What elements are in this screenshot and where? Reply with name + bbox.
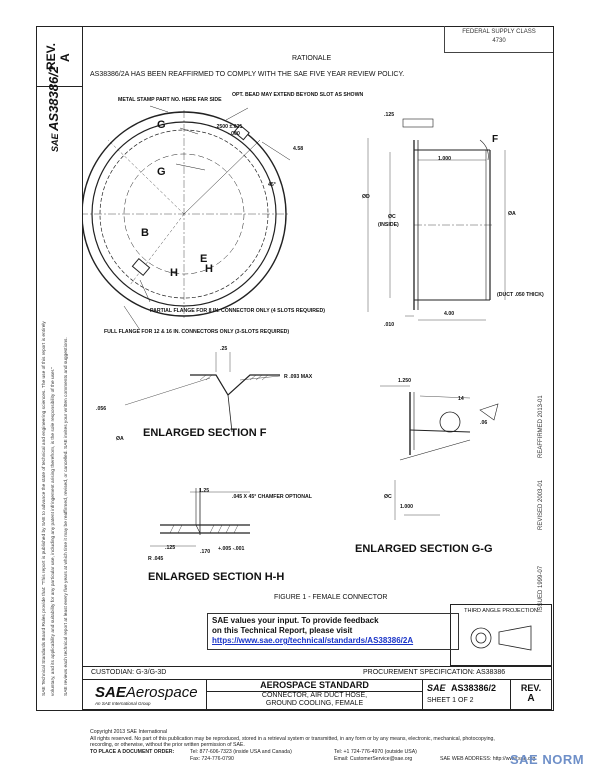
doc-number-cell: SAE AS38386/2 SHEET 1 OF 2 [423,680,511,710]
label-dim-06: .06 [480,420,487,426]
label-letter-f: F [492,134,498,145]
label-metal-stamp: METAL STAMP PART NO. HERE FAR SIDE [118,97,222,103]
feedback-link[interactable]: https://www.sae.org/technical/standards/… [212,636,414,645]
label-full-flange: FULL FLANGE FOR 12 & 16 IN. CONNECTORS O… [104,329,289,335]
label-dia-c2: ØC [384,494,392,500]
rev-cell-label: REV. [520,683,542,693]
label-letter-h2: H [205,263,213,275]
label-inside: (INSIDE) [378,222,399,228]
title-desc1: CONNECTOR, AIR DUCT HOSE, [261,692,368,699]
label-letter-e: E [200,253,207,265]
label-dim-125b: 1.25 [199,488,209,494]
rev-value: A [58,53,72,62]
logo-cell: SAEAerospace An SAE International Group [82,680,207,710]
custodian-row: CUSTODIAN: G-3/G-3D PROCUREMENT SPECIFIC… [82,666,552,680]
label-dim-1000: 1.000 [438,156,451,162]
label-dim-1000b: 1.000 [400,504,413,510]
side-notice-3: SAE reviews each technical report at lea… [64,337,69,696]
label-dim-125-top: .125 [384,112,394,118]
label-letter-g2: G [157,166,166,178]
side-doc-number: SAE AS38386/2 [46,65,61,152]
label-letter-h1: H [170,267,178,279]
custodian-text: CUSTODIAN: G-3/G-3D [91,669,167,676]
footer-tel2: Tel: +1 724-776-4970 (outside USA) [334,748,417,755]
front-view-labels: METAL STAMP PART NO. HERE FAR SIDE OPT. … [96,92,544,601]
footer-rights2: recording, or otherwise, without the pri… [90,742,245,749]
doc-number: AS38386/2 [451,683,497,693]
standard-title: AEROSPACE STANDARD [207,680,422,692]
rev-cell-value: A [527,693,535,704]
label-dim-45: 45° [268,182,276,188]
label-letter-g1: G [157,119,166,131]
rev-box: REV. A [36,26,82,87]
federal-supply-class-box: FEDERAL SUPPLY CLASS 4730 [444,26,553,53]
label-dim-170tol: +.005 -.001 [218,546,245,552]
projection-symbol-icon [470,625,532,651]
label-dia-c: ØC [388,214,396,220]
drawing-frame [82,26,554,711]
label-dim-125c: .125 [165,545,175,551]
label-dim-400: 4.00 [444,311,454,317]
footer: Copyright 2013 SAE International All rig… [90,729,550,763]
logo-tagline: An SAE International Group [95,701,151,706]
procurement-text: PROCUREMENT SPECIFICATION: AS38386 [363,669,506,676]
rationale-title: RATIONALE [292,55,332,62]
fsc-value: 4730 [492,38,506,44]
sae-small-logo: SAE [427,683,446,693]
section-f-title: ENLARGED SECTION F [143,427,267,439]
footer-order-label: TO PLACE A DOCUMENT ORDER: [90,748,175,755]
label-dim-170: .170 [200,549,210,555]
footer-copyright: Copyright 2013 SAE International [90,729,167,735]
label-dim-2500: .2500 ±.031 [215,124,242,130]
title-desc2: GROUND COOLING, FEMALE [265,700,364,707]
footer-fax: Fax: 724-776-0790 [190,755,234,762]
feedback-line1: SAE values your input. To provide feedba… [212,616,379,625]
fsc-label: FEDERAL SUPPLY CLASS [462,29,536,35]
rev-cell: REV. A [511,680,552,710]
label-dim-458: 4.58 [293,146,303,152]
label-r-093: R .093 MAX [284,374,313,380]
sheet-number: SHEET 1 OF 2 [427,697,474,704]
label-partial-flange: PARTIAL FLANGE FOR 8 IN. CONNECTOR ONLY … [150,308,325,314]
rationale-text: AS38386/2A HAS BEEN REAFFIRMED TO COMPLY… [90,71,405,78]
label-dim-25: .25 [220,346,227,352]
footer-tel: Tel: 877-606-7323 (inside USA and Canada… [190,748,292,755]
third-angle-label: THIRD ANGLE PROJECTION [464,608,538,614]
footer-rights1: All rights reserved. No part of this pub… [90,735,495,742]
side-notice-1: SAE Technical Standards Board Rules prov… [42,321,47,696]
footer-web: SAE WEB ADDRESS: http://www.sae.org [440,755,536,762]
sae-logo: SAEAerospace [95,684,198,701]
label-r-045: R .045 [148,556,163,562]
footer-email: Email: CustomerService@sae.org [334,755,413,762]
label-chamfer: .045 X 45° CHAMFER OPTIONAL [232,494,313,500]
left-margin-strip [36,26,83,711]
label-opt-bead: OPT. BEAD MAY EXTEND BEYOND SLOT AS SHOW… [232,92,363,98]
figure-caption: FIGURE 1 - FEMALE CONNECTOR [274,594,387,601]
label-dim-010: .010 [384,322,394,328]
feedback-line2: on this Technical Report, please visit [212,626,353,635]
label-dim-14: 14 [458,396,464,402]
female-connector-drawing: METAL STAMP PART NO. HERE FAR SIDE OPT. … [82,92,544,601]
section-hh-title: ENLARGED SECTION H-H [148,571,284,583]
label-dim-ba: ØA [116,436,124,442]
feedback-box: SAE values your input. To provide feedba… [207,613,459,650]
label-dia-d: ØD [362,194,370,200]
third-angle-projection-box: THIRD ANGLE PROJECTION [450,604,552,666]
label-dim-056: .056 [96,406,106,412]
section-gg-title: ENLARGED SECTION G-G [355,543,493,555]
label-dia-a: ØA [508,211,516,217]
watermark: SAE NORM [510,752,585,767]
label-letter-b: B [141,227,149,239]
label-dim-1250: 1.250 [398,378,411,384]
label-duct-thick: (DUCT .050 THICK) [497,292,544,298]
title-cell: AEROSPACE STANDARD CONNECTOR, AIR DUCT H… [207,680,423,710]
label-dim-2500b: -.000 [228,131,240,137]
side-notice-2: voluntary, and its applicability and sui… [51,366,56,696]
